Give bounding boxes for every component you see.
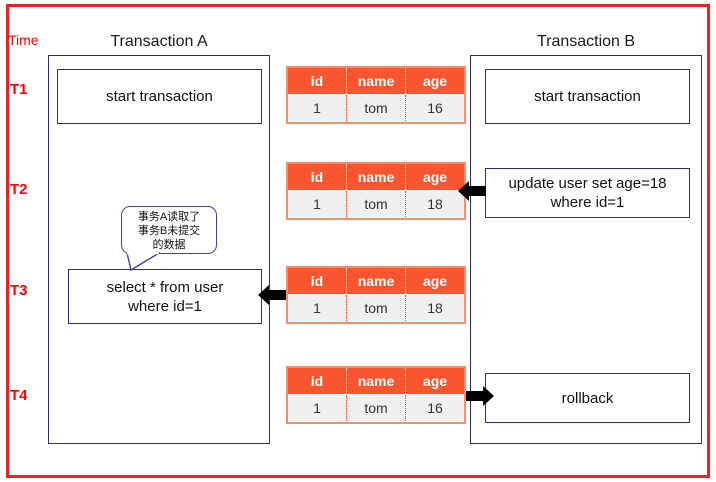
time-tick-t4: T4 <box>10 387 28 404</box>
cell-id: 1 <box>313 196 321 212</box>
cell-name: tom <box>346 295 405 321</box>
callout-tail <box>126 252 160 272</box>
table-state-t2: id name age 1 tom 18 <box>286 162 466 220</box>
table-header-name: name <box>346 68 405 94</box>
table-header-row: id name age <box>288 268 464 294</box>
callout-line-3: 的数据 <box>152 239 186 251</box>
callout-line-2: 事务B未提交 <box>137 225 201 237</box>
table-header-id: id <box>310 73 324 89</box>
table-row: 1 tom 16 <box>288 394 464 421</box>
callout-bubble: 事务A读取了 事务B未提交 的数据 <box>121 206 217 254</box>
column-title-transaction-a: Transaction A <box>110 33 208 50</box>
stmt-b-rollback-text: rollback <box>561 389 614 407</box>
table-header-age: age <box>405 68 464 94</box>
stmt-b-start-transaction[interactable]: start transaction <box>485 69 690 124</box>
table-header-name: name <box>346 164 405 190</box>
table-state-t4: id name age 1 tom 16 <box>286 366 466 424</box>
table-row: 1 tom 16 <box>288 94 464 121</box>
lane-transaction-a <box>48 55 270 444</box>
stmt-a-start-transaction-text: start transaction <box>106 88 213 105</box>
arrow-right-t4-icon <box>466 386 494 406</box>
time-tick-t1: T1 <box>10 81 28 98</box>
stmt-b-update-line1: update user set age=18 <box>508 175 667 192</box>
table-header-id: id <box>310 273 324 289</box>
table-header-age: age <box>405 368 464 394</box>
table-row: 1 tom 18 <box>288 294 464 321</box>
cell-age: 16 <box>405 395 464 421</box>
stmt-a-select-line1: select * from user <box>106 278 224 296</box>
table-header-row: id name age <box>288 368 464 394</box>
time-axis-label: Time <box>8 32 39 48</box>
cell-age: 16 <box>405 95 464 121</box>
column-title-transaction-b: Transaction B <box>536 33 636 50</box>
stmt-a-start-transaction[interactable]: start transaction <box>57 69 262 124</box>
stmt-a-select-line2: where id=1 <box>128 297 202 315</box>
table-header-name: name <box>346 368 405 394</box>
table-header-id: id <box>310 169 324 185</box>
cell-name: tom <box>346 191 405 217</box>
stmt-b-update-line2: where id=1 <box>550 194 625 211</box>
cell-id: 1 <box>313 400 321 416</box>
arrow-left-t3-icon <box>258 285 286 305</box>
stmt-b-update[interactable]: update user set age=18 where id=1 <box>485 168 690 218</box>
arrow-left-t2-icon <box>458 181 486 201</box>
cell-name: tom <box>346 395 405 421</box>
cell-name: tom <box>346 95 405 121</box>
cell-age: 18 <box>405 191 464 217</box>
cell-id: 1 <box>313 100 321 116</box>
cell-age: 18 <box>405 295 464 321</box>
cell-id: 1 <box>313 300 321 316</box>
table-row: 1 tom 18 <box>288 190 464 217</box>
table-state-t1: id name age 1 tom 16 <box>286 66 466 124</box>
table-header-id: id <box>310 373 324 389</box>
stmt-a-select[interactable]: select * from user where id=1 <box>68 269 262 324</box>
table-header-row: id name age <box>288 164 464 190</box>
table-header-name: name <box>346 268 405 294</box>
time-tick-t3: T3 <box>10 282 28 299</box>
outer-frame <box>6 4 710 478</box>
table-state-t3: id name age 1 tom 18 <box>286 266 466 324</box>
table-header-row: id name age <box>288 68 464 94</box>
table-header-age: age <box>405 268 464 294</box>
stmt-b-rollback[interactable]: rollback <box>485 373 690 423</box>
stmt-b-start-transaction-text: start transaction <box>534 88 641 105</box>
lane-transaction-b <box>470 55 702 444</box>
callout-line-1: 事务A读取了 <box>137 211 201 223</box>
table-header-age: age <box>405 164 464 190</box>
time-tick-t2: T2 <box>10 181 28 198</box>
